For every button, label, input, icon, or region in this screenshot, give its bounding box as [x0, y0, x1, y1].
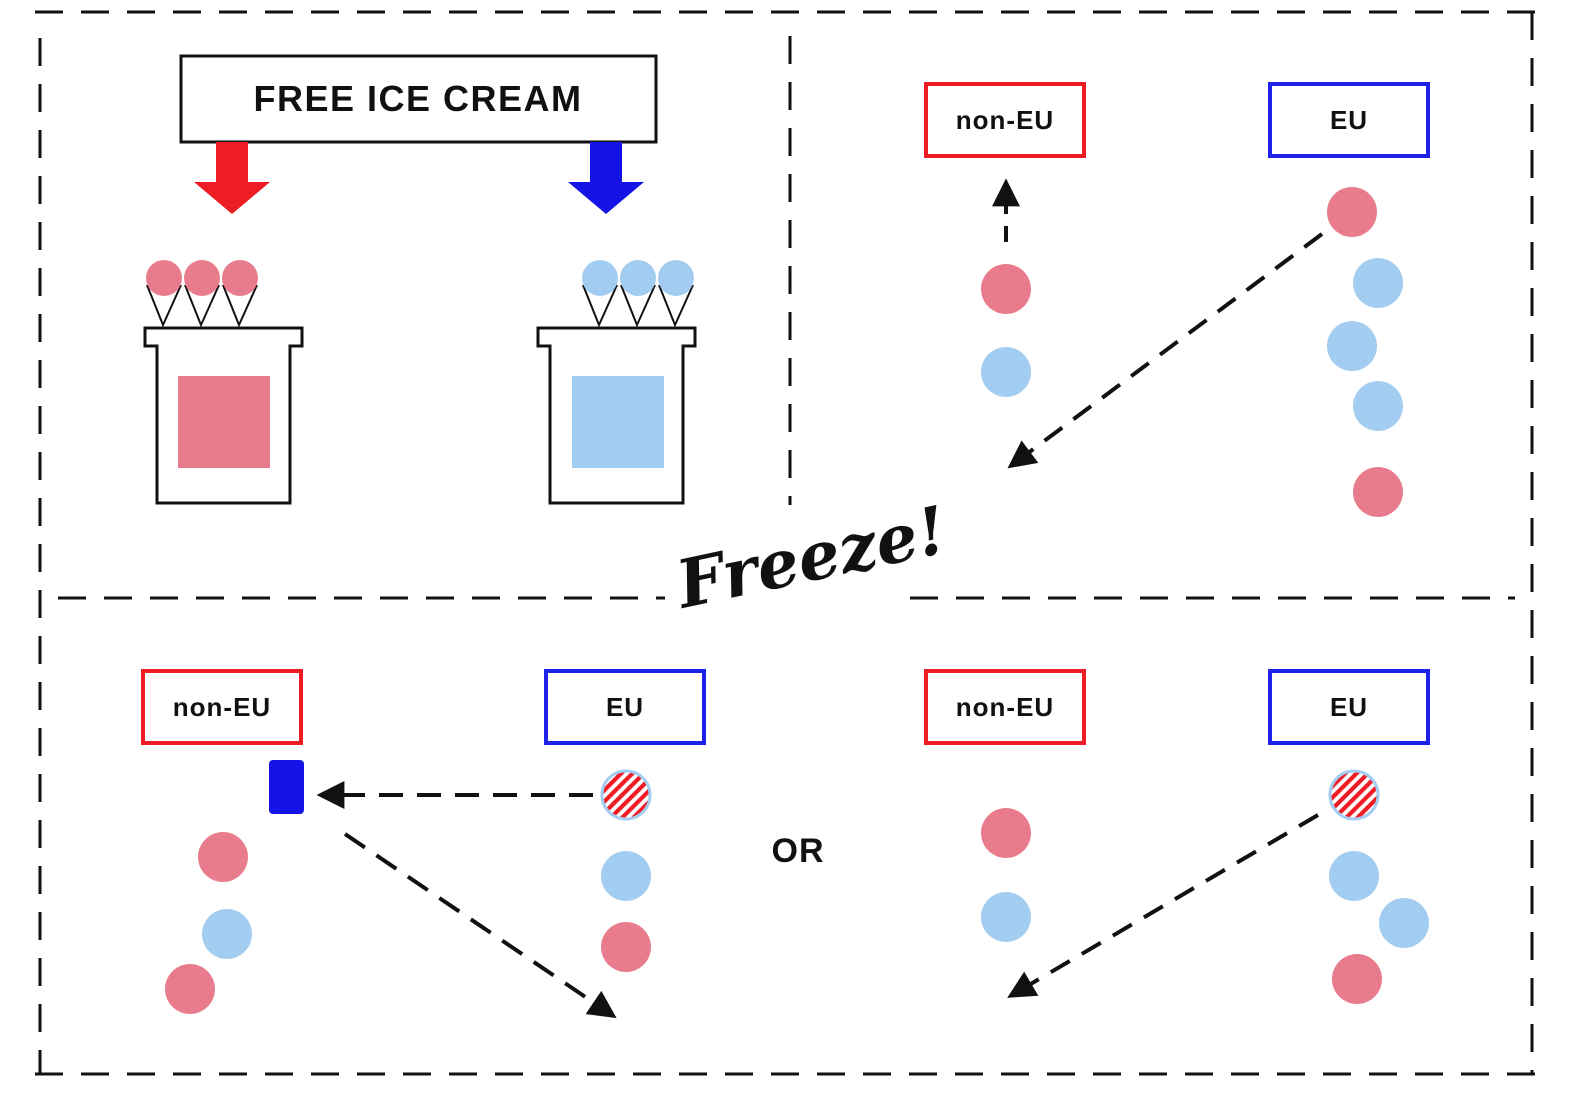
or-text: OR	[772, 832, 825, 870]
light-blue-dot	[601, 851, 651, 901]
free-ice-cream-banner: FREE ICE CREAM	[179, 54, 658, 144]
banner-text: FREE ICE CREAM	[253, 78, 582, 119]
dashed-arrow-icon	[343, 832, 617, 1019]
blue-ice-cream-stand	[536, 260, 697, 505]
label-non-eu: non-EU	[956, 692, 1054, 722]
outer-dashed-frame	[35, 10, 1535, 1076]
pink-dot	[165, 964, 215, 1014]
ice-cream-cone-icon	[658, 260, 694, 328]
blue-block	[269, 760, 304, 814]
blue-down-arrow-icon	[568, 142, 644, 214]
label-box-non-eu: non-EU	[924, 669, 1086, 745]
light-blue-dot	[1329, 851, 1379, 901]
freeze-text: Freeze!	[668, 491, 953, 624]
dashed-arrow-icon	[1007, 232, 1324, 469]
label-eu: EU	[1330, 692, 1368, 722]
label-box-eu: EU	[1268, 82, 1430, 158]
pink-dot	[981, 264, 1031, 314]
label-non-eu: non-EU	[956, 105, 1054, 135]
pink-dot	[1353, 467, 1403, 517]
light-blue-dot	[981, 347, 1031, 397]
ice-cream-cone-icon	[222, 260, 258, 328]
label-eu: EU	[1330, 105, 1368, 135]
ice-cream-cone-icon	[146, 260, 182, 328]
pink-dot	[1327, 187, 1377, 237]
dashed-arrow-icon	[1007, 813, 1320, 998]
light-blue-dot	[202, 909, 252, 959]
label-box-non-eu: non-EU	[924, 82, 1086, 158]
ice-cream-cone-icon	[620, 260, 656, 328]
label-non-eu: non-EU	[173, 692, 271, 722]
pink-dot	[1332, 954, 1382, 1004]
ice-cream-cone-icon	[582, 260, 618, 328]
pink-dot	[601, 922, 651, 972]
label-box-eu: EU	[544, 669, 706, 745]
pink-dot	[981, 808, 1031, 858]
light-blue-dot	[1353, 258, 1403, 308]
ice-cream-cone-icon	[184, 260, 220, 328]
light-blue-dot	[1353, 381, 1403, 431]
striped-dot-icon	[600, 769, 652, 821]
light-blue-dot	[981, 892, 1031, 942]
pink-dot	[198, 832, 248, 882]
pink-ice-cream-stand	[143, 260, 304, 505]
label-eu: EU	[606, 692, 644, 722]
label-box-non-eu: non-EU	[141, 669, 303, 745]
light-blue-dot	[1379, 898, 1429, 948]
light-blue-dot	[1327, 321, 1377, 371]
label-box-eu: EU	[1268, 669, 1430, 745]
striped-dot-icon	[1328, 769, 1380, 821]
red-down-arrow-icon	[194, 142, 270, 214]
